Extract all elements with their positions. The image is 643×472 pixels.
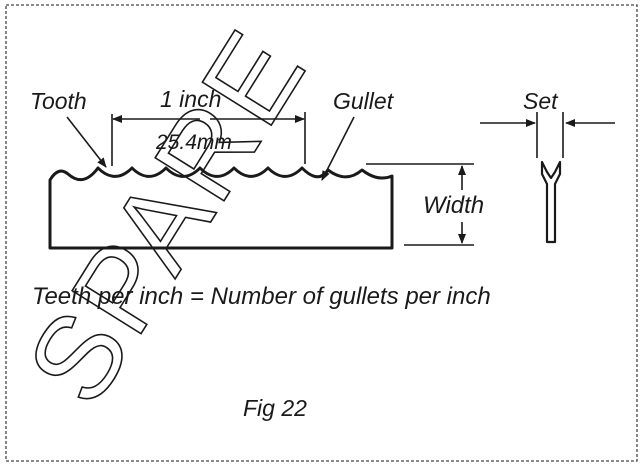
gullet-leader-arrow xyxy=(321,116,355,181)
figure-caption: Fig 22 xyxy=(243,395,307,421)
set-blade-profile xyxy=(540,160,562,244)
tooth-label: Tooth xyxy=(30,88,87,114)
gullet-label: Gullet xyxy=(333,88,394,114)
teeth-per-inch-formula: Teeth per inch = Number of gullets per i… xyxy=(32,283,491,310)
saw-blade xyxy=(48,166,394,250)
tooth-leader-arrow xyxy=(66,116,107,168)
set-label: Set xyxy=(523,88,558,114)
spare-watermark: SPARE xyxy=(2,7,332,426)
figure-frame xyxy=(5,4,638,462)
one-inch-label: 1 inch xyxy=(160,86,222,112)
mm-label: 25.4mm xyxy=(156,131,232,154)
width-label: Width xyxy=(423,192,485,219)
